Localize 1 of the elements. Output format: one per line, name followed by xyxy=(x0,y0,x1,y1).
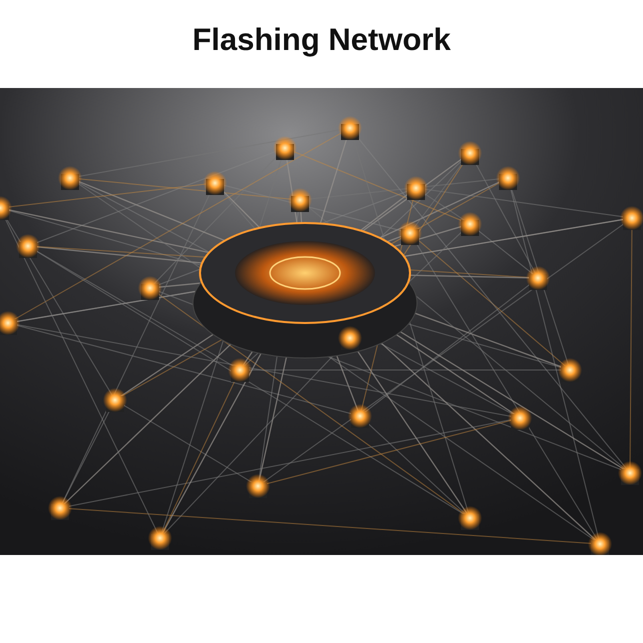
diagram-title: Flashing Network xyxy=(191,22,452,58)
